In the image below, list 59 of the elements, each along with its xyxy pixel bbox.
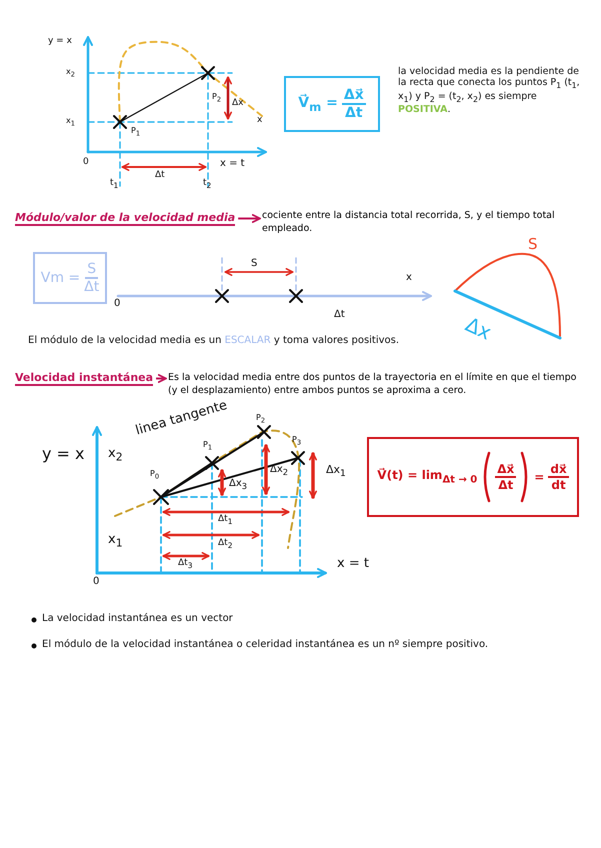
tick-label: x$_{2}$	[66, 67, 75, 79]
definition-text: cociente entre la distancia total recorrida, S, y el tiempo total empleado.	[262, 210, 592, 236]
axis-label: x = t	[220, 158, 245, 170]
axis-label: y = x	[42, 444, 85, 464]
denominator: Δt	[84, 279, 100, 295]
tick-label: x$_{1}$	[108, 532, 123, 550]
quantity-label: S	[251, 258, 258, 270]
origin-label: 0	[93, 576, 100, 588]
formula-text: Vm =	[40, 270, 80, 286]
denominator: Δt	[345, 105, 363, 121]
formula-box	[33, 252, 107, 304]
formula-box	[284, 76, 380, 132]
tick-label: t$_{2}$	[203, 178, 212, 190]
quantity-label: Δx$_{1}$	[326, 463, 346, 480]
quantity-label: Δt	[155, 170, 165, 181]
arrow	[156, 374, 167, 383]
point-label: P$_{1}$	[131, 126, 140, 138]
axis-label: y = x	[48, 36, 72, 47]
axis-label: x = t	[337, 556, 369, 572]
axis-label: x	[406, 272, 412, 284]
numerator: S	[85, 261, 98, 279]
definition-text: Es la velocidad media entre dos puntos de la trayectoria en el límite en que el tiempo (y el desplazamiento) entre ambos puntos se aproxima a cero.	[168, 372, 588, 398]
numerator: dx⃗	[548, 462, 569, 478]
numerator: Δx⃗	[342, 87, 366, 105]
quantity-label: Δt	[334, 309, 345, 321]
arrow	[238, 214, 261, 223]
formula-text: V⃗(t) = lim$_{Δt → 0}$	[377, 468, 478, 486]
denominator: dt	[551, 478, 566, 492]
tick-label: t$_{1}$	[110, 178, 118, 190]
origin-label: 0	[83, 157, 89, 168]
point-label: P$_{2}$	[256, 413, 266, 425]
curve-label: x	[257, 115, 262, 126]
point-label: P$_{1}$	[203, 440, 212, 452]
denominator: Δt	[498, 478, 514, 492]
quantity-label: Δx$_{2}$	[270, 464, 288, 477]
quantity-label: Δt$_{3}$	[178, 558, 192, 570]
tick-label: x$_{2}$	[108, 446, 123, 464]
bullet-text: El módulo de la velocidad instantánea o celeridad instantánea es un nº siempre positivo.	[42, 639, 488, 651]
section-heading: Velocidad instantánea	[15, 371, 154, 386]
formula-text: V⃗$_{m}$ =	[298, 94, 338, 114]
formula-box	[367, 437, 579, 517]
quantity-label: Δx$_{3}$	[229, 478, 248, 491]
numerator: Δx⃗	[495, 462, 516, 478]
bullet-text: La velocidad instantánea es un vector	[42, 613, 233, 625]
quantity-label: Δt$_{2}$	[218, 538, 232, 550]
point-label: P$_{3}$	[292, 435, 302, 447]
tick-label: x$_{1}$	[66, 116, 75, 128]
quantity-label: Δx	[232, 98, 244, 109]
tangent-line-label: linea tangente	[134, 398, 230, 439]
point-label: P$_{0}$	[150, 469, 160, 481]
quantity-label: Δx	[462, 312, 496, 345]
section-heading: Módulo/valor de la velocidad media	[15, 211, 236, 226]
origin-label: 0	[114, 298, 120, 310]
note-text: la velocidad media es la pendiente de la recta que conecta los puntos P$_{1}$ (t$_{1}$, x$_{1}$) y P$_{2}$ = (t$_{2}$, x$_{2}$) es siempre POSITIVA.	[398, 66, 581, 116]
formula-text: =	[534, 470, 544, 484]
note-text: El módulo de la velocidad media es un ESCALAR y toma valores positivos.	[28, 335, 400, 347]
quantity-label: Δt$_{1}$	[218, 514, 232, 526]
quantity-label: S	[528, 235, 538, 253]
point-label: P$_{2}$	[212, 92, 222, 104]
